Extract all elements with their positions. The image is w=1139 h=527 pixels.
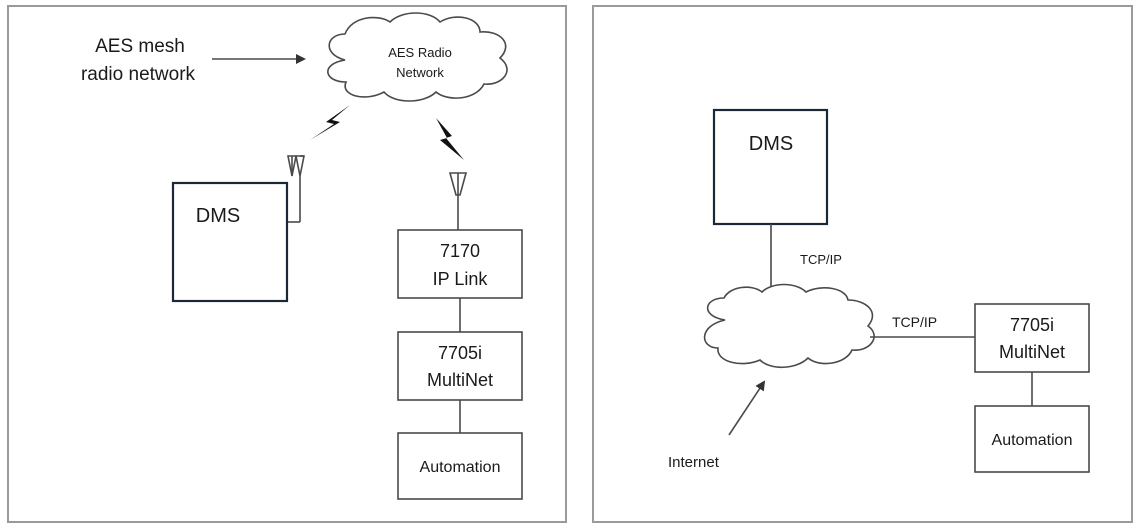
automation-label-right: Automation	[992, 432, 1073, 449]
antenna-icon-dms	[287, 155, 305, 223]
automation-label-left: Automation	[420, 459, 501, 476]
aes-mesh-label-line1: AES mesh	[95, 36, 185, 57]
antenna-icon-iplink	[448, 172, 468, 230]
multinet-right-label-line1: 7705i	[1010, 315, 1054, 335]
tcpip-label-vertical: TCP/IP	[800, 252, 842, 267]
aes-mesh-label-line2: radio network	[81, 64, 196, 85]
dms-label-right: DMS	[749, 133, 793, 155]
dms-box-right	[712, 108, 829, 226]
multinet-left-label-line1: 7705i	[438, 343, 482, 363]
iplink-label-line1: 7170	[440, 241, 480, 261]
lightning-bolt-icon-right	[436, 118, 464, 160]
automation-box-left	[397, 432, 523, 500]
automation-box-right	[974, 405, 1090, 473]
iplink-label-line2: IP Link	[433, 269, 489, 289]
aes-radio-network-cloud	[327, 12, 508, 102]
multinet-left-label-line2: MultiNet	[427, 370, 493, 390]
multinet-right-label-line2: MultiNet	[999, 342, 1065, 362]
lightning-bolt-icon-left	[310, 105, 350, 140]
aes-radio-cloud-line2: Network	[396, 65, 444, 80]
tcpip-label-horizontal: TCP/IP	[892, 314, 937, 330]
internet-cloud	[703, 283, 875, 369]
aes-radio-cloud-line1: AES Radio	[388, 45, 452, 60]
dms-box-left	[171, 181, 289, 303]
internet-arrow	[728, 380, 766, 436]
left-panel: AES mesh radio network AES Radio Network…	[7, 5, 567, 523]
dms-label-left: DMS	[196, 205, 240, 227]
internet-label: Internet	[668, 454, 720, 471]
right-panel: DMS TCP/IP TCP/IP 7705i MultiNet Automat…	[592, 5, 1133, 523]
multinet-7705i-box-left	[397, 331, 523, 401]
